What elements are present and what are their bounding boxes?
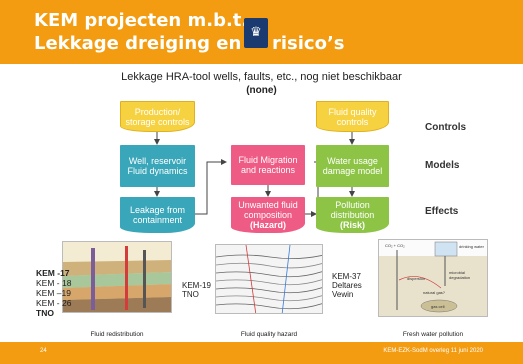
arrow-leakage-to-migration [194,159,227,215]
note-middle-line: TNO [182,290,199,299]
box-pollution-distribution: Pollution distribution (Risk) [316,197,389,233]
footer-text: KEM-EZK-SodM overleg 11 juni 2020 [383,348,483,354]
box-water-usage-damage-model: Water usage damage model [316,145,389,187]
slide-title-line2-right: risico’s [272,33,345,54]
label-gas-cell: gas cell [431,304,445,309]
figure-fresh-water-pollution: CO₂ + CO₂ drinking water dispersion micr… [378,239,488,317]
kem-list-item: KEM - 26 [36,298,72,308]
note-right-line: KEM-37 [332,272,361,281]
government-crest-logo: ♛ [244,18,268,48]
caption-middle: Fluid quality hazard [240,331,298,338]
crest-icon: ♛ [250,24,262,39]
box-well-reservoir-dynamics: Well, reservoir Fluid dynamics [120,145,195,187]
caption-left: Fluid redistribution [90,331,144,338]
figure-fluid-redistribution [62,241,172,313]
box-unwanted-fluid-composition: Unwanted fluid composition (Hazard) [231,197,305,233]
label-microbial: microbial degradation [449,270,471,280]
note-right: KEM-37 Deltares Vewin [332,272,362,299]
effect-right-tag: (Risk) [339,220,365,230]
effect-middle-tag: (Hazard) [249,220,286,230]
box-leakage-from-containment: Leakage from containment [120,197,195,233]
figure-fluid-quality-hazard [215,244,323,314]
subtitle-line1: Lekkage HRA-tool wells, faults, etc., no… [121,71,402,83]
row-label-models: Models [425,160,460,171]
box-production-storage-controls: Production/ storage controls [120,101,195,132]
note-middle: KEM-19 TNO [182,281,211,299]
box-fluid-quality-controls: Fluid quality controls [316,101,389,132]
label-dispersion: dispersion [407,276,426,281]
effect-middle-text: Unwanted fluid composition [238,200,298,220]
note-right-line: Deltares [332,281,362,290]
kem-list-item: KEM - 18 [36,278,72,288]
box-fluid-migration-reactions: Fluid Migration and reactions [231,145,305,185]
row-label-controls: Controls [425,122,467,133]
label-co2: CO₂ + CO₂ [385,243,405,248]
subtitle-line2: (none) [246,85,277,96]
footer-bar: 24 KEM-EZK-SodM overleg 11 juni 2020 [0,342,523,364]
effect-right-text: Pollution distribution [330,200,375,220]
kem-project-list-left: KEM -17 KEM - 18 KEM –19 KEM - 26 TNO [36,268,71,318]
page-number: 24 [40,348,47,354]
note-right-line: Vewin [332,290,354,299]
note-middle-line: KEM-19 [182,281,211,290]
header-bar: KEM projecten m.b.t. Lekkage dreiging en… [0,0,523,64]
kem-list-item: KEM –19 [36,288,71,298]
label-natural-gas: natural gas? [423,290,446,295]
slide-title-line2-left: Lekkage dreiging en [34,33,242,54]
kem-list-item: KEM -17 [36,268,70,278]
row-label-effects: Effects [425,206,459,217]
label-drinking-water: drinking water [459,244,484,249]
seismic-section-illustration [216,245,322,313]
geological-section-illustration [63,242,171,312]
groundwater-schematic-illustration [379,240,487,316]
caption-right: Fresh water pollution [402,331,464,338]
slide-title-line1: KEM projecten m.b.t. [34,10,249,31]
kem-list-item: TNO [36,308,54,318]
